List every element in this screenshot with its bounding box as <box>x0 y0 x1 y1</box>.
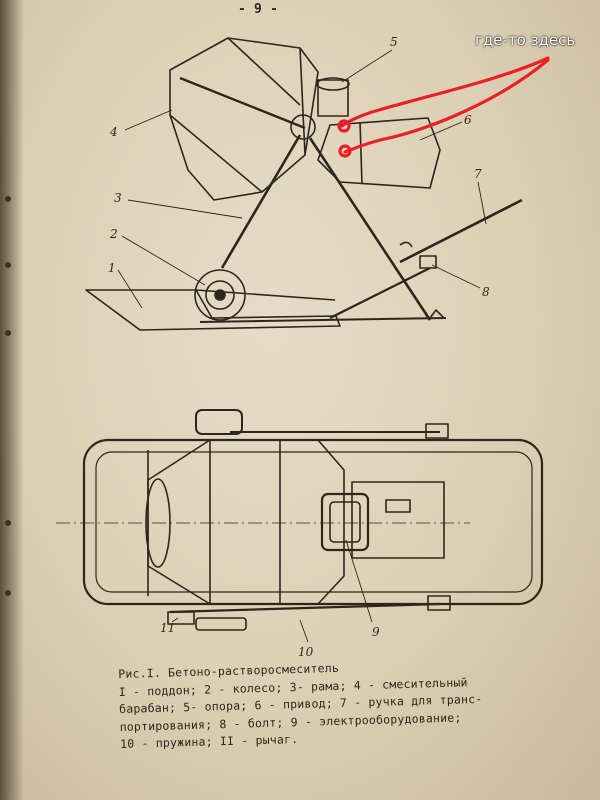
leader-3 <box>127 199 243 219</box>
bolt-8 <box>419 255 437 269</box>
pivot-hub <box>290 114 316 140</box>
label-6: 6 <box>464 113 472 127</box>
frame-leg-rear <box>308 137 432 321</box>
label-7: 7 <box>474 167 482 181</box>
base-frame-outline <box>82 438 544 606</box>
top-clamp <box>425 423 449 439</box>
mixing-drum <box>169 37 319 201</box>
annotation-arrow-upper <box>340 56 550 128</box>
bottom-clamp <box>427 595 451 611</box>
leader-7 <box>477 181 487 225</box>
label-4: 4 <box>109 125 118 139</box>
base-frame-inner <box>95 451 533 593</box>
wheel <box>194 269 246 321</box>
binding-shadow <box>0 0 24 800</box>
wheel-hub <box>205 280 235 310</box>
leader-2 <box>121 235 206 286</box>
annotation-text: где-то здесь <box>475 31 576 49</box>
red-annotation <box>337 56 550 158</box>
support-post <box>317 79 349 117</box>
drum-edge-1 <box>227 37 301 106</box>
drive-box <box>317 117 441 189</box>
base-rail <box>199 317 447 323</box>
bottom-rail <box>169 602 441 614</box>
label-8: 8 <box>482 285 490 299</box>
drum-edge-2 <box>299 47 306 156</box>
base-foot <box>429 309 445 319</box>
leader-8 <box>431 264 481 289</box>
label-11: 11 <box>160 621 175 635</box>
drum-arm <box>179 76 306 130</box>
spring <box>195 617 247 631</box>
top-wheel <box>195 409 243 435</box>
label-5: 5 <box>390 35 398 49</box>
top-drum <box>147 439 345 605</box>
label-10: 10 <box>298 645 314 659</box>
label-1: 1 <box>108 261 116 275</box>
leader-1 <box>117 269 143 309</box>
transport-handle <box>399 198 523 264</box>
figure-labels: 4 5 6 7 3 2 1 8 9 10 11 <box>108 35 490 659</box>
top-drive-plate <box>385 499 411 513</box>
drum-mouth <box>145 478 171 568</box>
label-3: 3 <box>114 191 122 205</box>
annotation-mark-upper <box>337 119 351 133</box>
leader-6 <box>419 121 463 141</box>
leader-10 <box>299 619 309 643</box>
side-view <box>85 37 523 331</box>
frame-hook <box>399 241 413 248</box>
electrical-box <box>320 492 370 552</box>
support-cap <box>316 77 350 91</box>
wheel-axle <box>214 289 226 301</box>
page-number: - 9 - <box>238 2 279 17</box>
label-2: 2 <box>109 227 118 241</box>
drum-edge-3 <box>169 114 263 193</box>
top-view <box>56 409 544 643</box>
leader-9 <box>345 539 373 623</box>
lever <box>167 611 195 625</box>
figure-caption: Рис.I. Бетоно-растворосмеситель I - подд… <box>118 656 484 754</box>
electrical-box-inner <box>329 501 361 543</box>
annotation-arrow-lower <box>343 58 550 154</box>
annotation-mark-lower <box>338 144 352 158</box>
leader-4 <box>124 109 173 131</box>
leader-5 <box>341 49 393 83</box>
leader-11 <box>171 617 179 623</box>
frame-brace <box>329 267 431 319</box>
frame-leg-front <box>220 134 302 269</box>
tray <box>85 289 341 331</box>
drive-divider <box>359 121 363 185</box>
label-9: 9 <box>372 625 380 639</box>
top-drive-box <box>351 481 445 559</box>
